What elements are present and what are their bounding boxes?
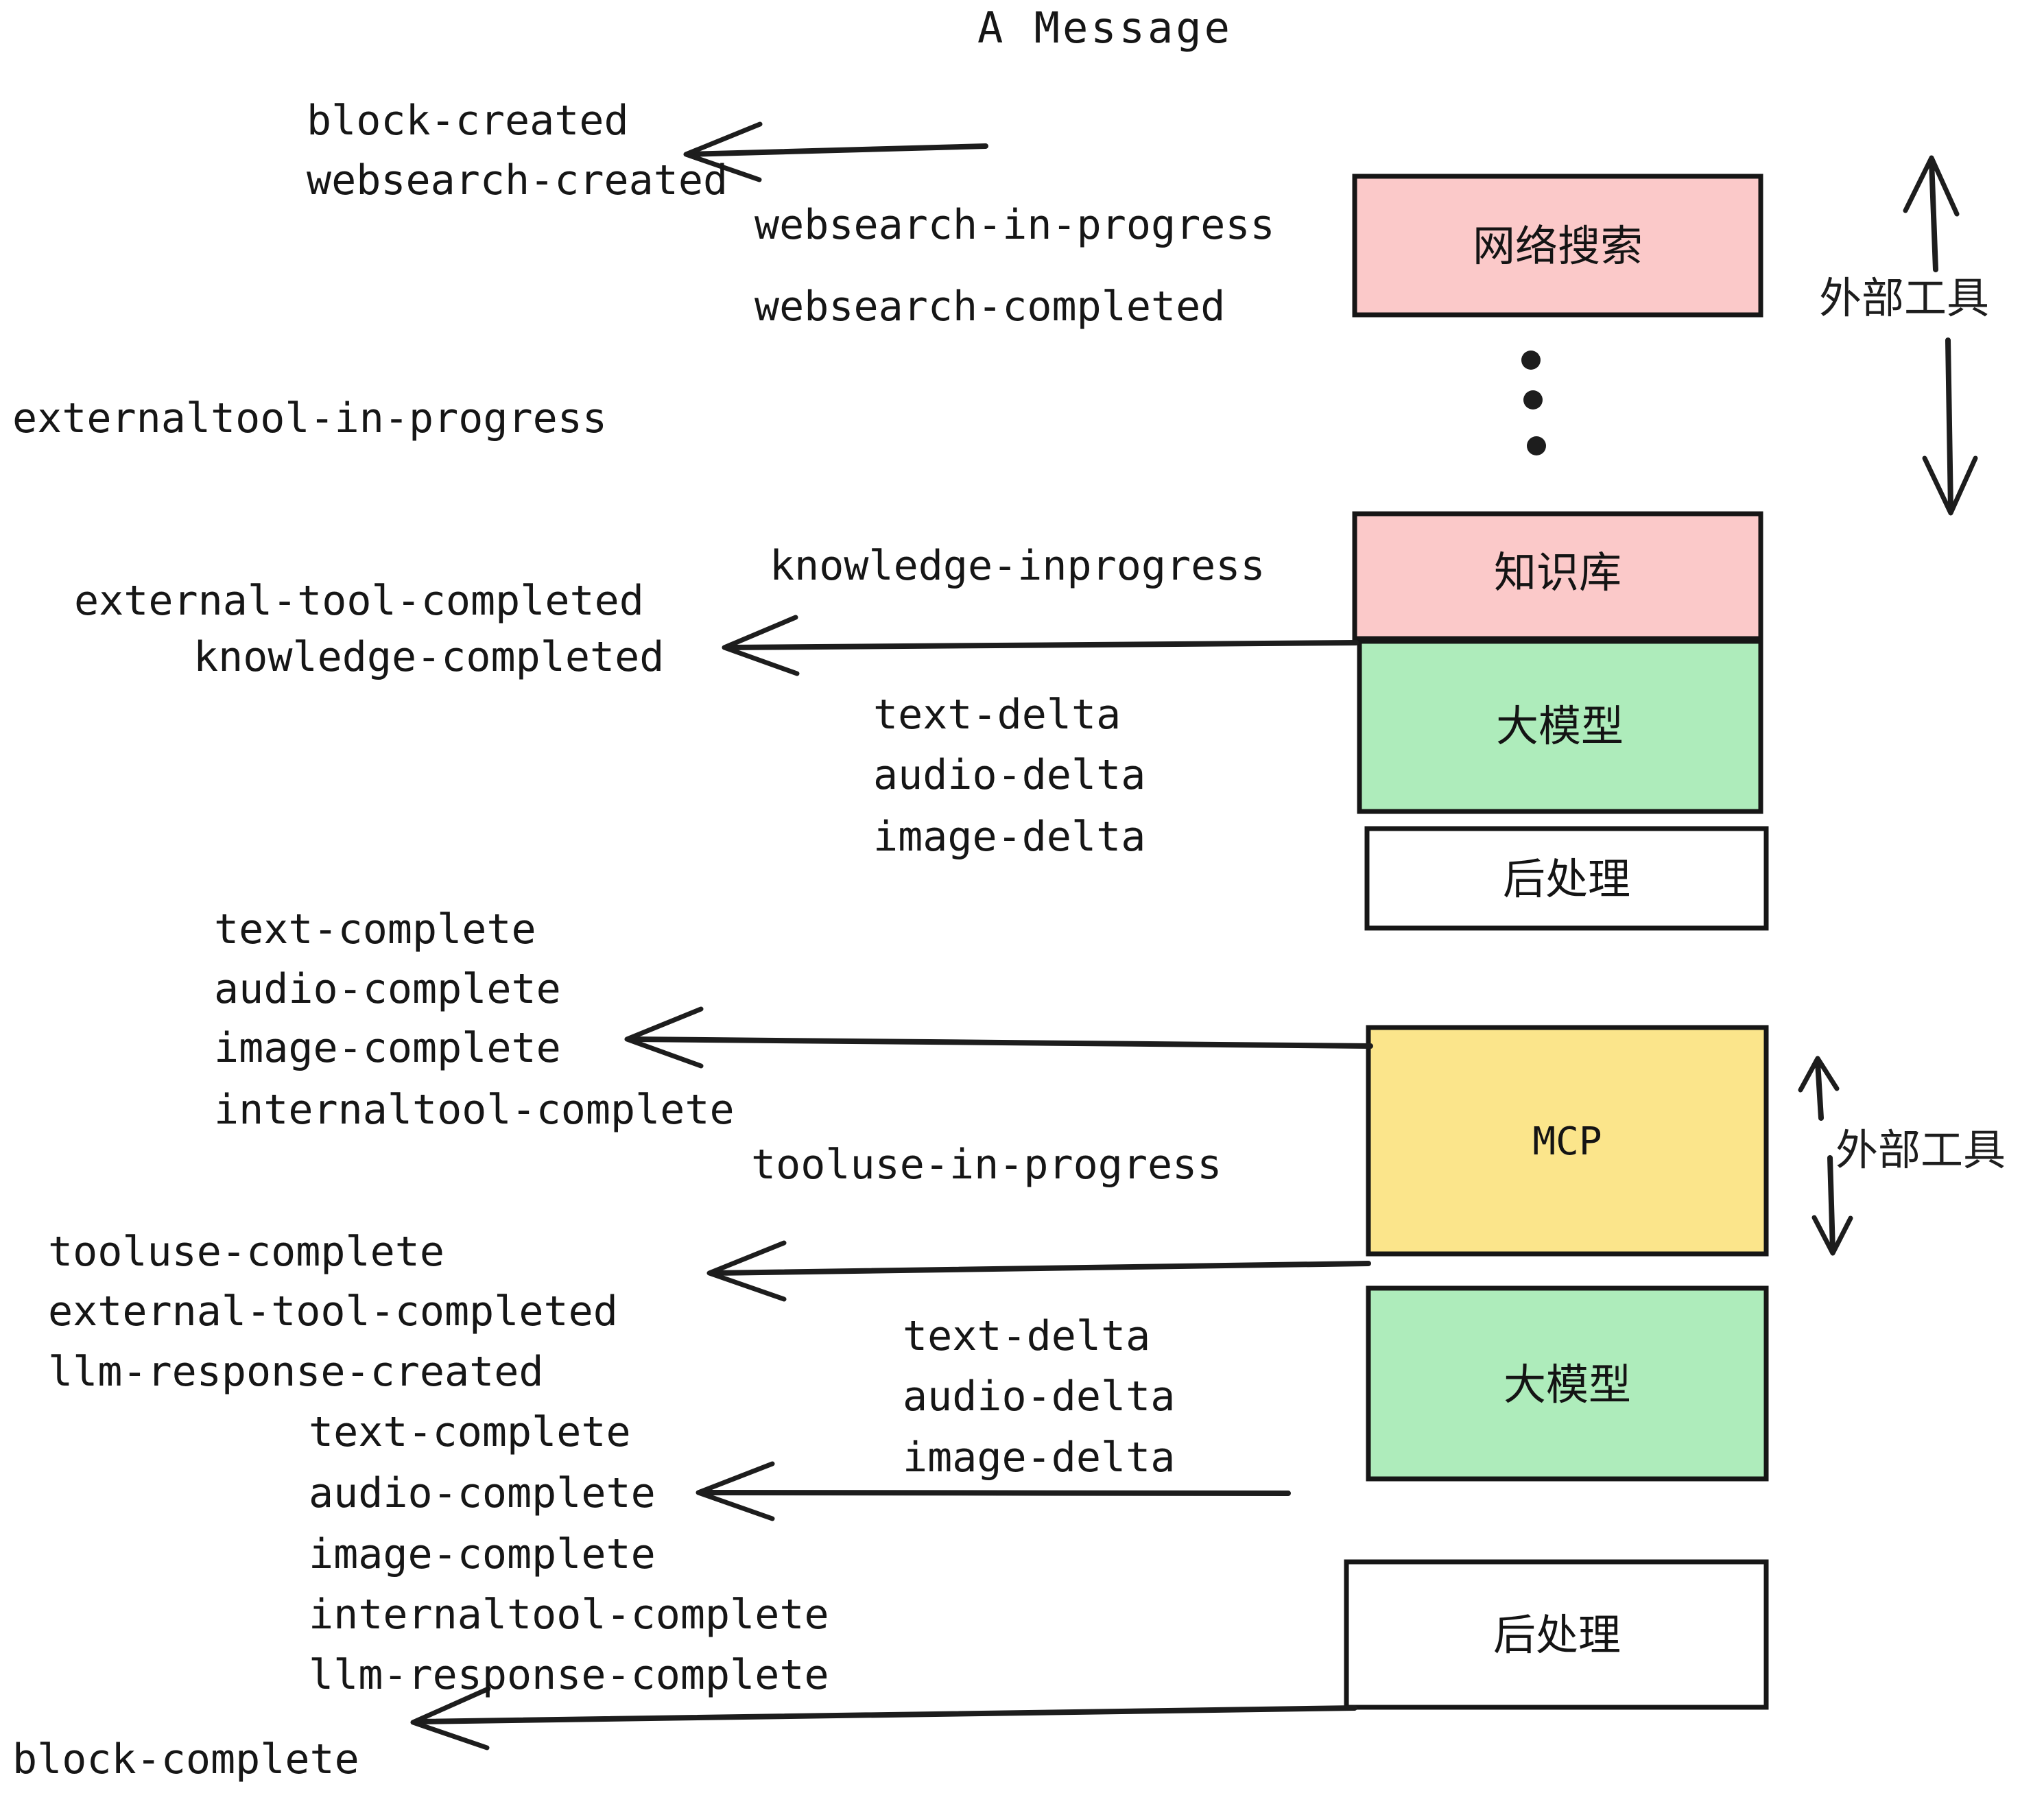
arrow-block-created-head xyxy=(683,121,763,182)
event-tooluse-complete: tooluse-complete xyxy=(48,1228,444,1276)
event-image-delta-1: image-delta xyxy=(873,813,1145,861)
ellipsis-dot-3 xyxy=(1527,436,1546,455)
event-llm-response-complete: llm-response-complete xyxy=(309,1651,829,1699)
arrow-audio-complete-head xyxy=(696,1461,775,1521)
event-external-tool-completed-1: external-tool-completed xyxy=(74,577,644,625)
box-postprocess-1[interactable] xyxy=(1364,826,1769,931)
box-postprocess-2[interactable] xyxy=(1344,1559,1769,1710)
event-audio-delta-2: audio-delta xyxy=(903,1373,1175,1421)
event-external-tool-completed-2: external-tool-completed xyxy=(48,1287,618,1336)
box-knowledge-label: 知识库 xyxy=(1494,547,1621,597)
bracket-bottom-down-head xyxy=(1811,1215,1853,1256)
event-tooluse-in-progress: tooluse-in-progress xyxy=(751,1141,1222,1189)
event-websearch-created: websearch-created xyxy=(307,156,728,204)
bracket-bottom-down-line xyxy=(1827,1155,1835,1253)
bracket-bottom-up-head xyxy=(1798,1056,1840,1093)
arrow-tooluse-complete-head xyxy=(706,1240,787,1302)
arrow-image-complete-head xyxy=(624,1006,704,1069)
event-internaltool-complete-1: internaltool-complete xyxy=(214,1086,735,1134)
event-block-complete: block-complete xyxy=(12,1735,359,1783)
box-postprocess-1-label: 后处理 xyxy=(1503,854,1630,904)
box-mcp[interactable] xyxy=(1366,1025,1769,1257)
box-postprocess-2-label: 后处理 xyxy=(1493,1610,1621,1660)
arrow-tooluse-complete xyxy=(711,1261,1371,1276)
box-mcp-label: MCP xyxy=(1532,1119,1602,1164)
event-audio-delta-1: audio-delta xyxy=(873,751,1145,799)
box-knowledge[interactable] xyxy=(1352,511,1763,641)
bracket-top-up-line xyxy=(1929,158,1938,272)
event-audio-complete-2: audio-complete xyxy=(309,1469,656,1517)
box-websearch-label: 网络搜索 xyxy=(1473,221,1643,271)
box-llm-1[interactable] xyxy=(1357,639,1763,814)
diagram-title: A Message xyxy=(977,3,1233,53)
box-llm-1-label: 大模型 xyxy=(1496,701,1624,751)
box-llm-2-label: 大模型 xyxy=(1504,1360,1631,1410)
box-websearch[interactable] xyxy=(1352,174,1763,318)
event-websearch-completed: websearch-completed xyxy=(754,283,1225,331)
arrow-block-complete-head xyxy=(410,1686,491,1750)
event-image-complete-2: image-complete xyxy=(309,1530,656,1578)
event-knowledge-completed: knowledge-completed xyxy=(193,633,664,681)
arrow-block-complete xyxy=(414,1705,1357,1724)
bracket-top-up-head xyxy=(1903,155,1960,217)
bracket-bottom-up-line xyxy=(1815,1059,1824,1121)
event-text-complete-1: text-complete xyxy=(214,905,536,953)
bracket-top-down-head xyxy=(1922,455,1978,516)
bracket-top-down-line xyxy=(1945,337,1953,512)
arrow-block-created xyxy=(685,143,988,157)
event-text-delta-1: text-delta xyxy=(873,691,1121,739)
arrow-knowledge-completed xyxy=(724,640,1359,650)
event-text-delta-2: text-delta xyxy=(903,1312,1150,1360)
event-image-complete-1: image-complete xyxy=(214,1024,561,1072)
side-label-external-tools-top: 外部工具 xyxy=(1819,273,1989,323)
arrow-knowledge-completed-head xyxy=(722,615,800,676)
event-llm-response-created: llm-response-created xyxy=(48,1348,543,1396)
event-image-delta-2: image-delta xyxy=(903,1434,1175,1482)
event-knowledge-inprogress: knowledge-inprogress xyxy=(770,542,1265,590)
event-internaltool-complete-2: internaltool-complete xyxy=(309,1591,829,1639)
ellipsis-dot-1 xyxy=(1521,351,1541,370)
event-audio-complete-1: audio-complete xyxy=(214,965,561,1013)
side-label-external-tools-bottom: 外部工具 xyxy=(1835,1125,2006,1175)
event-websearch-in-progress: websearch-in-progress xyxy=(754,201,1275,249)
box-llm-2[interactable] xyxy=(1366,1285,1769,1482)
event-block-created: block-created xyxy=(307,97,629,145)
event-externaltool-in-progress: externaltool-in-progress xyxy=(12,394,607,442)
event-text-complete-2: text-complete xyxy=(309,1408,631,1456)
arrow-image-complete xyxy=(628,1036,1373,1049)
ellipsis-dot-2 xyxy=(1523,390,1543,410)
